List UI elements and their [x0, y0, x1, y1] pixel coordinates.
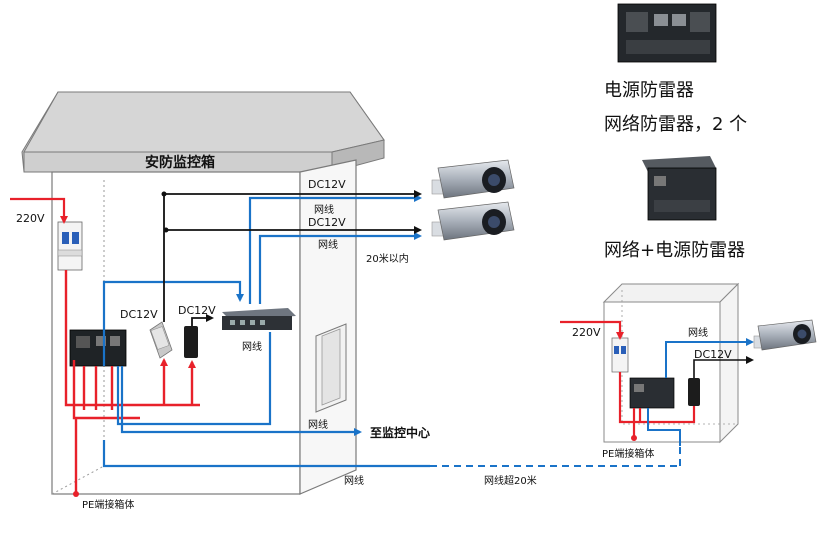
dc-camera2-label: DC12V	[308, 216, 346, 229]
camera-2-icon	[431, 201, 515, 241]
small-net-label: 网线	[688, 326, 708, 339]
pe-ground-point	[73, 491, 79, 497]
network-switch	[222, 308, 296, 330]
to-center-label: 至监控中心	[370, 425, 430, 440]
net-over-20m-label: 网线超20米	[484, 474, 537, 487]
net-center-label: 网线	[308, 418, 328, 431]
network-wiring	[102, 194, 430, 468]
small-cabinet	[602, 282, 740, 444]
small-ac-input-label: 220V	[572, 326, 601, 339]
dual-surge-protector-product	[617, 3, 717, 63]
net-camera2-label: 网线	[318, 238, 338, 251]
pe-label-main: PE端接箱体	[82, 498, 134, 511]
main-cabinet-title: 安防监控箱	[145, 154, 215, 171]
net-bottom-label: 网线	[344, 474, 364, 487]
small-circuit-breaker	[611, 337, 629, 373]
power-adapter-black	[184, 326, 198, 358]
dual-desc-line2: 网络防雷器，2 个	[604, 114, 747, 135]
dc-adapter2-label: DC12V	[178, 304, 216, 317]
dual-desc-line1: 电源防雷器	[604, 80, 694, 101]
dc-camera1-label: DC12V	[308, 178, 346, 191]
combo-surge-protector-product	[642, 156, 717, 221]
power-adapter-silver	[149, 321, 173, 359]
net-switch-label: 网线	[242, 340, 262, 353]
camera-3-icon	[753, 319, 817, 351]
net-camera1-label: 网线	[314, 203, 334, 216]
circuit-breaker	[57, 221, 83, 271]
ac-input-label: 220V	[16, 212, 45, 225]
distance-note: 20米以内	[366, 252, 409, 265]
combo-desc: 网络+电源防雷器	[604, 240, 745, 261]
small-power-adapter	[688, 378, 700, 406]
small-pe-label: PE端接箱体	[602, 447, 654, 460]
camera-1-icon	[431, 159, 515, 199]
small-combo-surge-device	[629, 377, 675, 409]
dual-surge-protector-device	[69, 329, 127, 367]
main-cabinet	[21, 91, 385, 495]
small-dc-label: DC12V	[694, 348, 732, 361]
dc-adapter-label: DC12V	[120, 308, 158, 321]
